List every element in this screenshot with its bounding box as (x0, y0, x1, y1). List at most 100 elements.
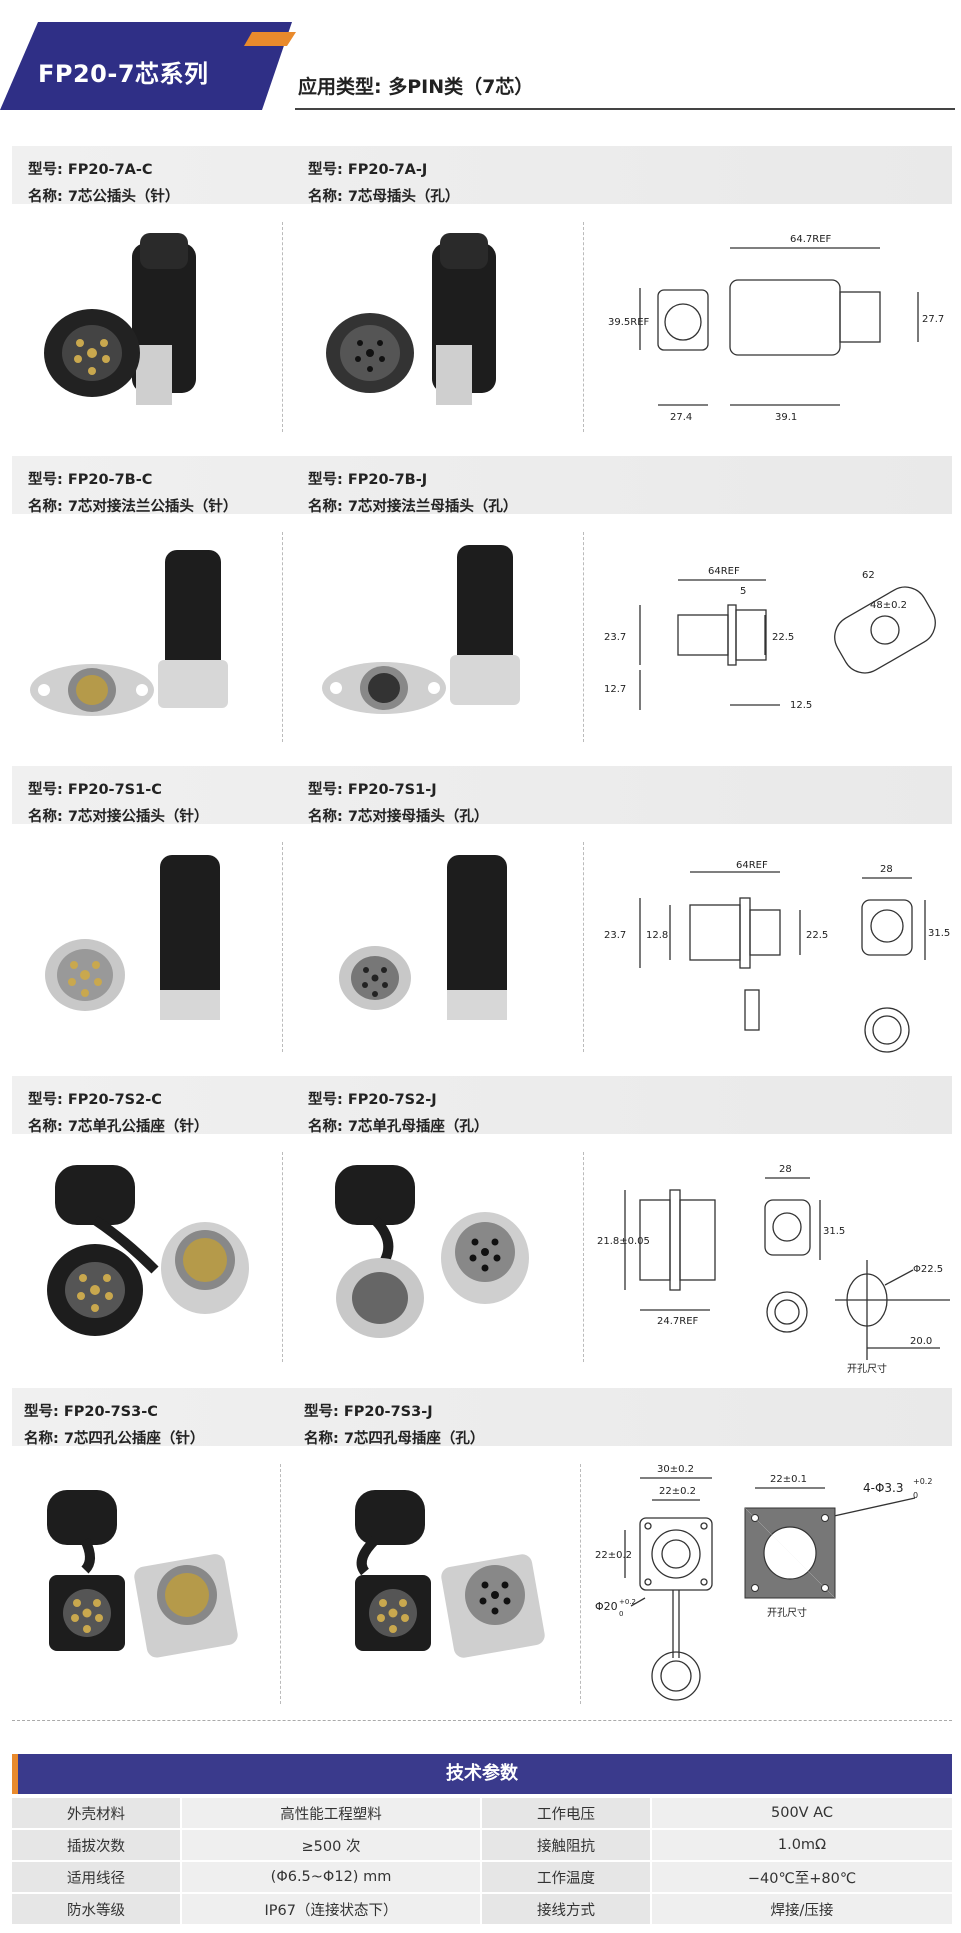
left-name: 名称: 7芯公插头（针） (28, 189, 180, 205)
table-cell: 接触阻抗 (482, 1830, 652, 1860)
table-row: 适用线径 (Φ6.5~Φ12) mm 工作温度 −40℃至+80℃ (12, 1862, 952, 1892)
dim-label: 开孔尺寸 (847, 1362, 887, 1375)
dim-label: 64REF (736, 860, 768, 871)
dim-label: 22.5 (772, 632, 794, 643)
dim-label: 39.1 (775, 412, 797, 423)
dim-label: 12.8 (646, 930, 668, 941)
header-divider (295, 108, 955, 110)
left-model: 型号: FP20-7S3-C (24, 1404, 158, 1420)
series-header-banner (0, 22, 296, 110)
dim-label: 23.7 (604, 930, 626, 941)
right-name: 名称: 7芯四孔母插座（孔） (304, 1431, 485, 1447)
dim-label: 开孔尺寸 (767, 1606, 807, 1619)
table-cell: 工作温度 (482, 1862, 652, 1892)
dim-label: 0 (619, 1610, 623, 1618)
table-row: 防水等级 IP67（连接状态下） 接线方式 焊接/压接 (12, 1894, 952, 1924)
dim-label: 0 (913, 1491, 918, 1500)
dim-label: 28 (880, 864, 893, 875)
application-type: 应用类型: 多PIN类（7芯） (298, 76, 534, 98)
technical-drawing: 30±0.2 22±0.2 22±0.2 Φ20 0 +0.2 22±0.1 4… (595, 1464, 932, 1701)
technical-drawing: 21.8±0.05 24.7REF 28 31.5 Φ22.5 20.0 开孔尺… (597, 1164, 950, 1375)
male-plug-photo (44, 233, 196, 405)
right-model: 型号: FP20-7A-J (308, 162, 428, 178)
table-cell: 高性能工程塑料 (182, 1798, 482, 1828)
product-label-bar (12, 456, 952, 514)
spec-table-title: 技术参数 (12, 1754, 952, 1794)
left-name: 名称: 7芯四孔公插座（针） (24, 1431, 205, 1447)
dim-label: 39.5REF (608, 317, 650, 328)
right-model: 型号: FP20-7S3-J (304, 1404, 433, 1420)
table-cell: (Φ6.5~Φ12) mm (182, 1862, 482, 1892)
left-name: 名称: 7芯对接法兰公插头（针） (28, 499, 238, 515)
dim-label: 22±0.1 (770, 1474, 807, 1485)
single-hole-female-socket-photo (335, 1165, 529, 1338)
technical-drawing: 64.7REF 39.5REF 27.7 27.4 39.1 (608, 234, 944, 423)
dim-label: 27.7 (922, 314, 944, 325)
table-cell: ≥500 次 (182, 1830, 482, 1860)
spec-table: 外壳材料 高性能工程塑料 工作电压 500V AC 插拔次数 ≥500 次 接触… (12, 1796, 952, 1926)
right-name: 名称: 7芯单孔母插座（孔） (308, 1119, 489, 1135)
table-cell: 工作电压 (482, 1798, 652, 1828)
square-male-socket-photo (47, 1490, 238, 1658)
dim-label: 62 (862, 570, 875, 581)
square-female-socket-photo (355, 1490, 545, 1658)
table-cell: 焊接/压接 (652, 1894, 952, 1924)
spec-table-accent (12, 1754, 18, 1794)
left-name: 名称: 7芯对接公插头（针） (28, 809, 209, 825)
dim-label: 23.7 (604, 632, 626, 643)
female-plug-photo (326, 233, 496, 405)
product-label-bar (12, 146, 952, 204)
table-cell: 1.0mΩ (652, 1830, 952, 1860)
dim-label: 22±0.2 (595, 1550, 632, 1561)
table-row: 插拔次数 ≥500 次 接触阻抗 1.0mΩ (12, 1830, 952, 1860)
dim-label: 4-Φ3.3 (863, 1481, 904, 1495)
dim-label: 31.5 (823, 1226, 845, 1237)
dim-label: 22.5 (806, 930, 828, 941)
table-cell: 插拔次数 (12, 1830, 182, 1860)
table-row: 外壳材料 高性能工程塑料 工作电压 500V AC (12, 1798, 952, 1828)
table-cell: 500V AC (652, 1798, 952, 1828)
flange-male-plug-photo (30, 550, 228, 716)
single-hole-male-socket-photo (47, 1165, 249, 1336)
dim-label: 22±0.2 (659, 1486, 696, 1497)
right-name: 名称: 7芯对接母插头（孔） (308, 809, 489, 825)
technical-drawing: 64REF 23.7 12.8 22.5 28 31.5 (604, 860, 950, 1053)
dim-label: 12.5 (790, 700, 812, 711)
dim-label: 30±0.2 (657, 1464, 694, 1475)
inline-female-plug-photo (339, 855, 507, 1020)
table-cell: 适用线径 (12, 1862, 182, 1892)
product-label-bar (12, 1388, 952, 1446)
left-name: 名称: 7芯单孔公插座（针） (28, 1119, 209, 1135)
dim-label: Φ22.5 (913, 1264, 943, 1275)
right-name: 名称: 7芯母插头（孔） (308, 189, 460, 205)
table-cell: 接线方式 (482, 1894, 652, 1924)
dim-label: 27.4 (670, 412, 692, 423)
product-label-bar (12, 766, 952, 824)
dim-label: 48±0.2 (870, 600, 907, 611)
dim-label: 64.7REF (790, 234, 832, 245)
table-cell: IP67（连接状态下） (182, 1894, 482, 1924)
dim-label: 64REF (708, 566, 740, 577)
flange-female-plug-photo (322, 545, 520, 714)
right-model: 型号: FP20-7S1-J (308, 782, 437, 798)
left-model: 型号: FP20-7S2-C (28, 1092, 162, 1108)
dim-label: 20.0 (910, 1336, 932, 1347)
right-model: 型号: FP20-7B-J (308, 472, 428, 488)
technical-drawing: 64REF 5 23.7 22.5 12.7 12.5 62 48±0.2 (604, 566, 936, 711)
dim-label: Φ20 (595, 1600, 618, 1613)
inline-male-plug-photo (45, 855, 220, 1020)
dim-label: 28 (779, 1164, 792, 1175)
right-name: 名称: 7芯对接法兰母插头（孔） (308, 499, 518, 515)
table-cell: −40℃至+80℃ (652, 1862, 952, 1892)
dim-label: 5 (740, 586, 746, 597)
dim-label: +0.2 (913, 1477, 932, 1486)
left-model: 型号: FP20-7B-C (28, 472, 153, 488)
table-cell: 防水等级 (12, 1894, 182, 1924)
dim-label: 12.7 (604, 684, 626, 695)
series-title: FP20-7芯系列 (38, 60, 209, 88)
right-model: 型号: FP20-7S2-J (308, 1092, 437, 1108)
left-model: 型号: FP20-7S1-C (28, 782, 162, 798)
table-cell: 外壳材料 (12, 1798, 182, 1828)
dim-label: 24.7REF (657, 1316, 699, 1327)
